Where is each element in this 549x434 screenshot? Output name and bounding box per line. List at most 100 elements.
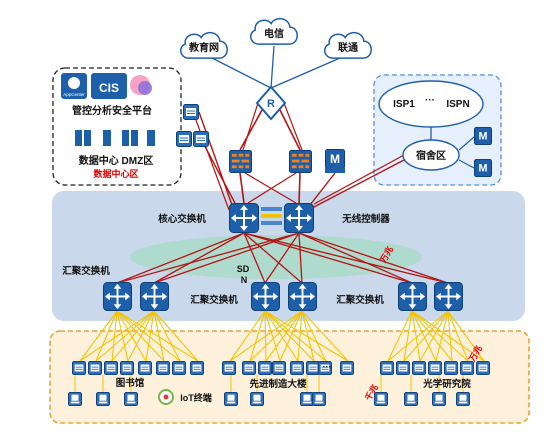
management-m-base <box>325 168 345 173</box>
dormitory-zone-label: 宿舍区 <box>416 149 446 162</box>
aggregation-access-link <box>153 310 181 362</box>
aggregation-access-link <box>153 310 165 362</box>
dorm-core-link <box>311 159 405 209</box>
aggregation-access-link <box>265 310 303 362</box>
access-point-icon <box>138 361 152 375</box>
server-icons <box>75 130 155 146</box>
core-switch-icon-right <box>284 203 314 233</box>
aggregation-access-link <box>264 310 281 362</box>
core-aggregation-link <box>116 232 300 284</box>
router-label: R <box>267 98 275 110</box>
core-aggregation-link <box>298 232 303 284</box>
aggregation-access-link <box>95 310 118 362</box>
aggregation-switch-icon-2 <box>140 282 169 311</box>
aggregation-access-link <box>264 310 327 362</box>
access-point-icon <box>156 361 170 375</box>
aggregation-access-link <box>111 310 118 362</box>
aggregation-access-link <box>111 310 155 362</box>
aggregation-access-link <box>95 310 155 362</box>
terminal-icon <box>312 392 326 406</box>
cloud-education-label: 教育网 <box>188 41 219 54</box>
router-cloud-link <box>270 45 275 89</box>
platform-title: 管控分析安全平台 <box>72 104 152 117</box>
router-firewall-link <box>239 109 263 151</box>
analytics-logo <box>130 75 152 95</box>
access-point-icon <box>88 361 102 375</box>
aggregation-access-link <box>116 310 147 362</box>
ispn-label: ISPN <box>446 99 469 110</box>
isp-ellipsis: ··· <box>425 95 435 106</box>
aggregation-access-link <box>411 310 469 362</box>
security-appliance-icon-1 <box>183 104 199 120</box>
access-point-icon <box>190 361 204 375</box>
access-point-icon <box>380 361 394 375</box>
aggregation-switch-icon-5 <box>398 282 427 311</box>
aggregation-access-link <box>116 310 129 362</box>
terminal-icon <box>96 392 110 406</box>
core-aggregation-link <box>243 232 449 284</box>
terminal-icon <box>124 392 138 406</box>
router-cloud-link <box>270 57 341 89</box>
aggregation-access-link <box>229 310 266 362</box>
datacenter-dmz-label: 数据中心 DMZ区 <box>79 154 153 167</box>
svg-text:AppCenter: AppCenter <box>63 92 85 97</box>
mbox-core-link <box>309 172 336 206</box>
core-aggregation-link <box>243 232 303 284</box>
iot-terminal-icon <box>158 389 174 405</box>
core-aggregation-link <box>243 232 266 284</box>
aggregation-access-link <box>411 310 437 362</box>
core-aggregation-link <box>243 232 413 284</box>
router-firewall-link <box>242 102 259 151</box>
cloud-telecom: 电信 <box>249 17 298 45</box>
security-appliance-icon-3 <box>193 131 209 147</box>
aggregation-access-link <box>411 310 453 362</box>
terminal-icon <box>300 392 314 406</box>
firewall-icon-left <box>229 150 252 173</box>
terminal-icon <box>68 392 82 406</box>
aggregation-access-link <box>249 310 303 362</box>
manufacturing-building-label: 先进制造大楼 <box>249 378 307 390</box>
aggregation-access-link <box>411 310 485 362</box>
dorm-m-icon-2 <box>474 159 492 177</box>
aggregation-access-link <box>264 310 299 362</box>
access-point-icon <box>172 361 186 375</box>
sdn-label-line1: SD <box>237 264 250 274</box>
iot-terminal-label: IoT终端 <box>180 392 212 403</box>
firewall-core-link <box>239 172 245 204</box>
aggregation-access-link <box>153 310 199 362</box>
access-point-icon <box>460 361 474 375</box>
wireless-controller-label: 无线控制器 <box>341 213 390 225</box>
aggregation-access-link <box>264 310 349 362</box>
dormitory-zone-cloud: 宿舍区 <box>402 139 460 171</box>
terminal-icon <box>224 392 238 406</box>
cloud-education-network: 教育网 <box>179 31 228 59</box>
router-firewall-link <box>279 109 301 151</box>
dorm-m-link-2 <box>458 159 475 169</box>
access-links <box>79 310 485 362</box>
core-aggregation-link <box>298 232 413 284</box>
firewall-core-link <box>247 172 297 204</box>
terminal-row <box>68 375 470 406</box>
aggregation-switch-label-middle: 汇聚交换机 <box>190 294 238 306</box>
terminal-icon <box>250 392 264 406</box>
aggregation-access-link <box>264 310 315 362</box>
access-point-icon <box>272 361 286 375</box>
access-ellipsis: ··· <box>323 362 332 372</box>
access-point-icon <box>340 361 354 375</box>
core-aggregation-link <box>264 232 300 284</box>
terminal-icon <box>432 392 446 406</box>
cloud-unicom-label: 联通 <box>338 41 358 54</box>
access-network-panel <box>49 330 530 424</box>
terminal-icon <box>404 392 418 406</box>
core-switch-label: 核心交换机 <box>158 213 206 225</box>
aggregation-access-link <box>229 310 303 362</box>
access-point-icon <box>306 361 320 375</box>
terminal-icon <box>456 392 470 406</box>
aggregation-access-link <box>403 310 413 362</box>
optics-institute-label: 光学研究院 <box>422 378 471 390</box>
datacenter-red-label: 数据中心区 <box>93 168 138 179</box>
aggregation-access-link <box>145 310 155 362</box>
security-appliance-icon-2 <box>176 131 192 147</box>
